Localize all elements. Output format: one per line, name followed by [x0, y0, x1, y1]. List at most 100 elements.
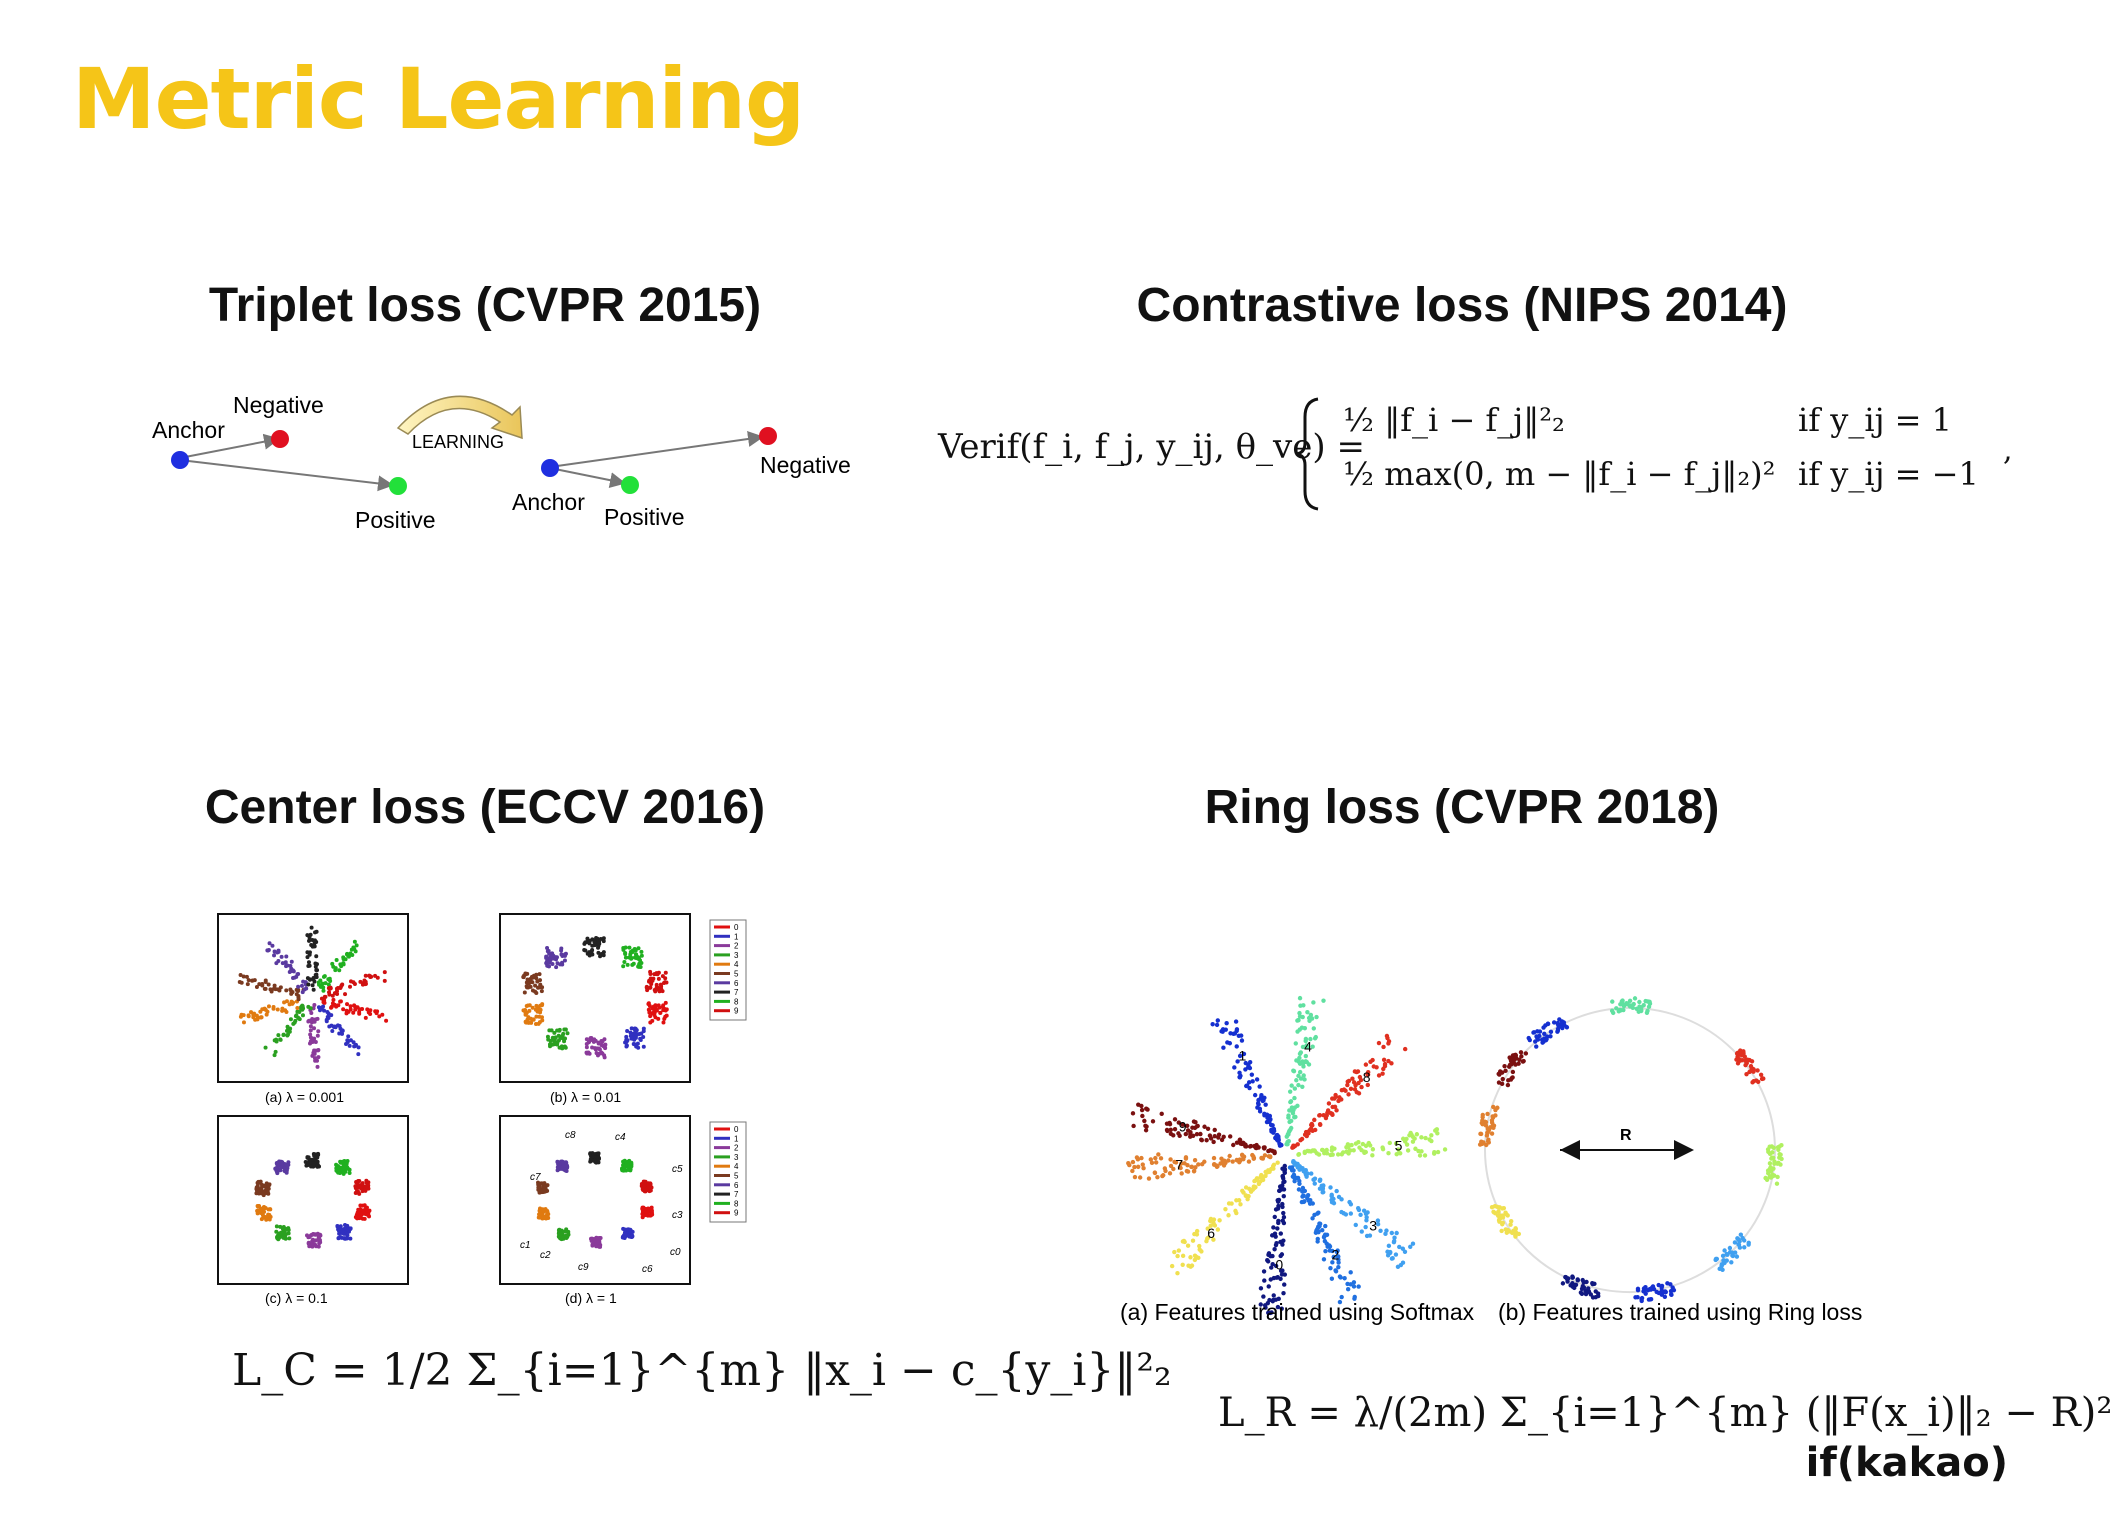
scatter-point [634, 1028, 639, 1033]
ring-point [1741, 1050, 1746, 1056]
ring-point [1496, 1209, 1501, 1214]
ring-point [1555, 1022, 1561, 1027]
petal-point [1163, 1168, 1168, 1174]
scatter-point [273, 1049, 278, 1054]
scatter-point [346, 1009, 351, 1014]
scatter-point [299, 983, 304, 988]
petal-point [1346, 1078, 1352, 1084]
ring-point [1581, 1285, 1587, 1290]
ring-point [1769, 1155, 1775, 1160]
petal-point [1280, 1204, 1285, 1210]
petal-point [1359, 1147, 1364, 1153]
center-label: c5 [672, 1164, 683, 1175]
scatter-point [633, 948, 638, 953]
scatter-point [530, 1005, 535, 1010]
petal-point [1281, 1290, 1286, 1296]
petal-point [1226, 1158, 1231, 1163]
scatter-point [546, 949, 551, 954]
legend-digit: 4 [734, 960, 739, 969]
scatter-point [630, 962, 635, 967]
petal-point [1351, 1148, 1356, 1153]
petal-point [1253, 1178, 1258, 1183]
scatter-point [313, 1152, 318, 1157]
ring-point [1593, 1289, 1598, 1294]
scatter-point [363, 973, 368, 978]
ring-point [1722, 1248, 1727, 1253]
petal-point [1254, 1142, 1259, 1148]
petal-point [1214, 1022, 1220, 1028]
ring-point [1583, 1288, 1588, 1294]
scatter-point [296, 988, 301, 993]
scatter-point [594, 1155, 599, 1160]
petal-point [1205, 1235, 1211, 1240]
ring-point [1478, 1131, 1483, 1137]
scatter-point [368, 1008, 373, 1013]
scatter-point [636, 956, 641, 961]
petal-point [1172, 1117, 1178, 1122]
petal-point [1158, 1156, 1164, 1161]
petal-point [1192, 1257, 1198, 1263]
petal-point [1320, 1190, 1325, 1195]
petal-point [1268, 1117, 1273, 1122]
petal-point [1207, 1133, 1213, 1138]
after-anchor-dot [541, 459, 559, 477]
scatter-point [557, 1162, 562, 1167]
scatter-point [246, 978, 251, 983]
petal-point [1295, 1018, 1300, 1023]
ring-point [1505, 1227, 1511, 1233]
scatter-point [564, 1169, 569, 1174]
petal-point [1296, 1082, 1301, 1088]
petal-point [1197, 1247, 1202, 1252]
petal-point [1215, 1018, 1220, 1023]
ring-point [1562, 1023, 1567, 1028]
ring-point [1620, 998, 1625, 1003]
petal-point [1385, 1253, 1391, 1258]
scatter-point [335, 1224, 340, 1229]
scatter-point [358, 979, 363, 984]
petal-point [1386, 1041, 1391, 1046]
scatter-point [353, 1004, 358, 1009]
petal-point [1282, 1167, 1287, 1173]
petal-point [1181, 1238, 1187, 1244]
scatter-point [283, 960, 288, 965]
petal-point [1234, 1044, 1239, 1049]
center-label: c8 [565, 1130, 576, 1141]
case1-condition: if y_ij = 1 [1798, 401, 1952, 439]
scatter-point [526, 981, 531, 986]
petal-point [1130, 1159, 1136, 1165]
center-label: c4 [615, 1132, 626, 1143]
case2-expr: ½ max(0, m − ‖f_i − f_j‖₂)² [1343, 455, 1776, 493]
scatter-point [296, 1016, 301, 1021]
scatter-point [525, 977, 530, 982]
scatter-point [321, 985, 326, 990]
petal-point [1319, 1183, 1324, 1188]
petal-point [1291, 1159, 1297, 1165]
petal-point [1192, 1157, 1198, 1163]
scatter-point [305, 1155, 310, 1160]
petal-point [1260, 1156, 1266, 1161]
ring-point [1742, 1245, 1747, 1250]
petal-point [1323, 1115, 1329, 1121]
scatter-point [283, 1236, 288, 1241]
scatter-panel [499, 1115, 691, 1285]
petal-point [1306, 1148, 1312, 1154]
petal-point [1237, 1075, 1243, 1080]
petal-point [1304, 1043, 1309, 1048]
scatter-point [596, 1238, 601, 1243]
legend-digit: 9 [734, 1007, 739, 1016]
scatter-point [658, 1010, 663, 1015]
scatter-point [276, 949, 281, 954]
scatter-point [327, 992, 332, 997]
petal-point [1178, 1165, 1183, 1171]
petal-point [1167, 1171, 1173, 1176]
petal-point [1351, 1284, 1357, 1289]
petal-point [1155, 1174, 1160, 1180]
scatter-point [623, 1164, 628, 1169]
center-label: c9 [578, 1262, 589, 1273]
scatter-point [375, 975, 380, 980]
ring-point [1767, 1161, 1773, 1166]
legend-digit: 1 [734, 932, 739, 941]
petal-point [1363, 1224, 1368, 1230]
ring-point [1713, 1256, 1719, 1262]
ring-point [1768, 1165, 1773, 1170]
